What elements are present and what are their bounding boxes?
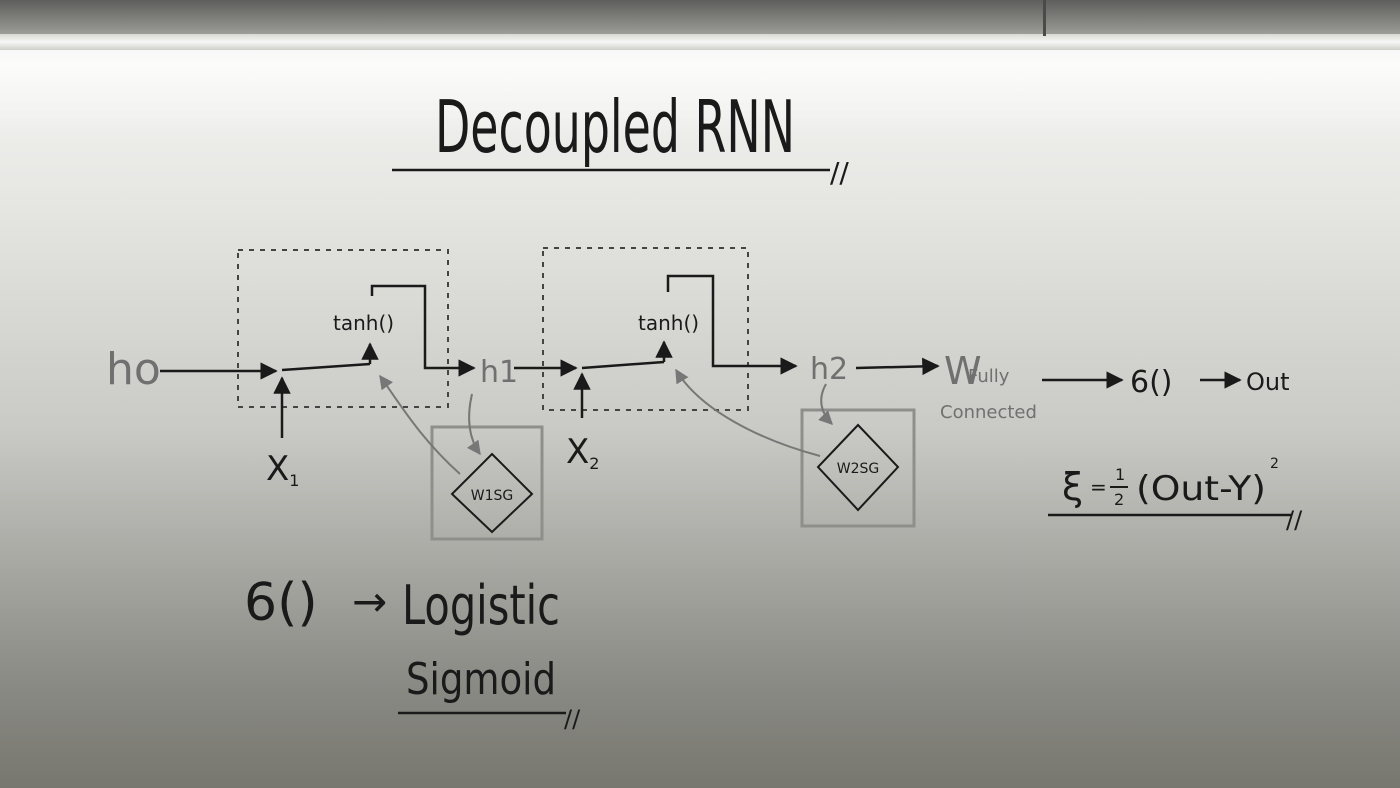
- sg-module-2-diamond: [816, 423, 900, 512]
- loss-equals: =: [1090, 475, 1107, 499]
- loss-equation: ξ = 1 2 (Out-Y) 2: [1062, 456, 1279, 509]
- output-out: Out: [1246, 368, 1290, 396]
- loss-underline-mark: //: [1286, 506, 1303, 534]
- sg-module-1-box: [430, 425, 544, 541]
- whiteboard-rail: [0, 34, 1400, 50]
- legend-word-sigmoid: Sigmoid: [406, 654, 556, 705]
- loss-half-denominator: 2: [1114, 490, 1124, 509]
- loss-symbol: ξ: [1062, 465, 1083, 509]
- diagram-title: Decoupled RNN: [435, 85, 795, 169]
- state-h2: h2: [810, 352, 848, 387]
- cell1-flow: [281, 362, 371, 372]
- title-underline-mark: //: [830, 156, 849, 189]
- legend-word-logistic: Logistic: [402, 574, 560, 637]
- input-x1: X1: [266, 449, 299, 490]
- fc-label-fully: Fully: [968, 366, 1010, 387]
- sg-module-2-box: [800, 408, 916, 528]
- state-h1: h1: [480, 355, 518, 390]
- fc-weight: W: [944, 349, 982, 393]
- cell2-flow: [581, 360, 665, 370]
- rnn-cell-2-box: [542, 247, 749, 411]
- legend-arrow: →: [352, 577, 387, 626]
- sg-module-1-label: W1SG: [471, 488, 514, 504]
- activation-tanh-1: tanh(): [333, 311, 394, 335]
- arrow-h1-sg1: [466, 393, 481, 456]
- activation-tanh-2: tanh(): [638, 311, 699, 335]
- sg-module-1-diamond: [450, 452, 534, 534]
- loss-exponent: 2: [1270, 456, 1279, 472]
- output-sigma: 6(): [1130, 365, 1173, 400]
- rnn-cell-1-box: [237, 249, 449, 408]
- arrow-sg2-tanh2: [675, 368, 821, 457]
- fc-label-connected: Connected: [940, 402, 1037, 423]
- input-x2: X2: [566, 432, 599, 473]
- legend-sigma: 6(): [244, 573, 318, 633]
- arrow-h2-fc: [855, 357, 940, 376]
- state-h0: ho: [106, 344, 161, 395]
- light-glare: [0, 50, 1400, 140]
- loss-half-numerator: 1: [1115, 465, 1125, 484]
- legend-underline-mark: //: [564, 705, 581, 733]
- loss-expression: (Out-Y): [1136, 469, 1266, 509]
- tray-seam: [1043, 0, 1046, 36]
- sg-module-2-label: W2SG: [837, 461, 880, 477]
- arrow-h2-sg2: [818, 383, 833, 425]
- arrow-cell1-h1: [370, 284, 476, 377]
- arrow-sg1-tanh1: [379, 374, 461, 475]
- arrow-cell2-h2: [666, 274, 798, 375]
